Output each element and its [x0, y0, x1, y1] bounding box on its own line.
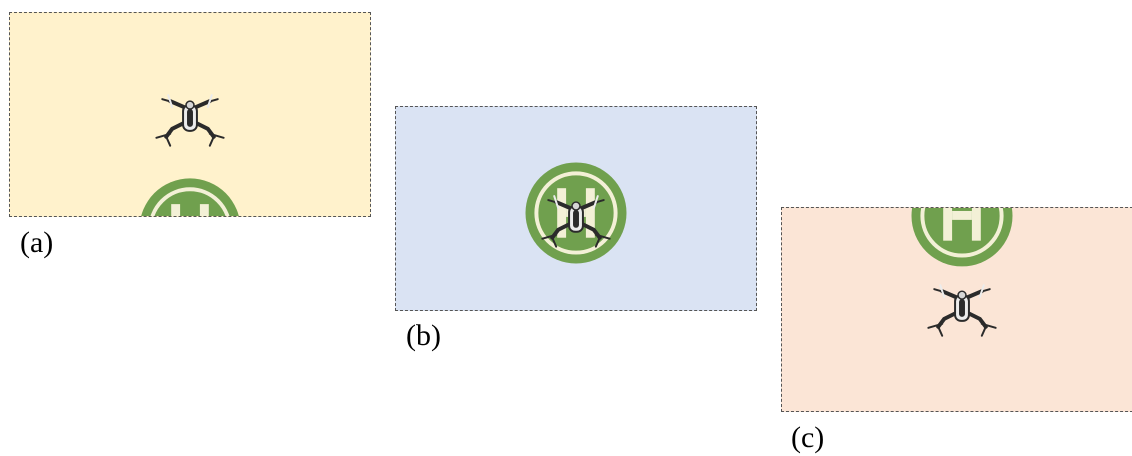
scenario-panel-a [9, 12, 371, 217]
caption-b: (b) [406, 319, 441, 352]
drone-icon [541, 195, 611, 248]
panel-a-scene [141, 94, 239, 216]
scenario-panel-b [395, 106, 757, 311]
helipad-icon [911, 208, 1013, 267]
caption-a: (a) [20, 226, 54, 259]
drone-icon [927, 284, 997, 337]
helipad-icon [141, 178, 239, 216]
drone-icon [155, 94, 225, 147]
panel-c-scene [911, 208, 1013, 337]
caption-c: (c) [791, 421, 825, 454]
scenario-panel-c [781, 207, 1132, 412]
panel-b-scene [525, 162, 627, 264]
